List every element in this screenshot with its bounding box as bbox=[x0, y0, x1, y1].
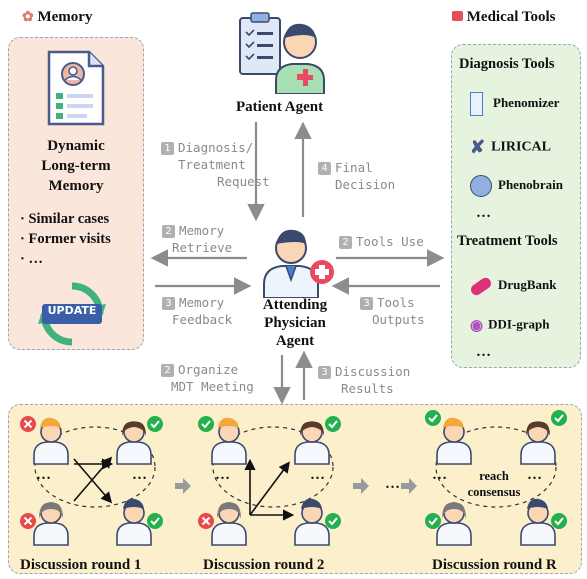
r2-ellipsis-left: … bbox=[215, 467, 230, 483]
cross-icon bbox=[19, 512, 37, 530]
memory-document-icon bbox=[47, 50, 105, 126]
memory-bullet: · Similar cases bbox=[20, 211, 110, 227]
round-2-label: Discussion round 2 bbox=[203, 557, 325, 573]
check-icon bbox=[550, 512, 568, 530]
graph-icon: ◉ bbox=[470, 318, 484, 334]
cross-icon bbox=[197, 512, 215, 530]
check-icon bbox=[424, 409, 442, 427]
physician-label: Attending Physician Agent bbox=[262, 297, 328, 349]
r1-doctor-tr bbox=[116, 421, 152, 465]
treatment-more: … bbox=[476, 344, 491, 360]
update-icon bbox=[38, 282, 106, 346]
tool-ddi-graph: ◉DDI-graph bbox=[470, 316, 550, 334]
check-icon bbox=[197, 415, 215, 433]
rounds-ellipsis: … bbox=[385, 476, 400, 492]
memory-header: ✿ Memory bbox=[22, 9, 93, 25]
diagnosis-tools-title: Diagnosis Tools bbox=[459, 56, 555, 72]
tool-phenobrain: Phenobrain bbox=[470, 175, 563, 197]
memory-bullets: · Similar cases · Former visits · … bbox=[20, 209, 111, 269]
memory-bullet: · Former visits bbox=[20, 231, 111, 247]
dna-icon: ✘ bbox=[470, 137, 486, 157]
r1-ellipsis-left: … bbox=[36, 467, 51, 483]
patient-agent-label: Patient Agent bbox=[236, 99, 324, 115]
r1-doctor-br bbox=[116, 498, 152, 546]
r1-doctor-bl bbox=[33, 502, 69, 546]
check-icon bbox=[424, 512, 442, 530]
check-icon bbox=[146, 415, 164, 433]
memory-bullet: · … bbox=[20, 251, 43, 267]
treatment-tools-title: Treatment Tools bbox=[457, 233, 558, 249]
diagnosis-more: … bbox=[476, 205, 491, 221]
medical-kit-icon bbox=[452, 11, 463, 21]
r1-ellipsis-right: … bbox=[132, 467, 147, 483]
tools-header: Medical Tools bbox=[452, 9, 556, 26]
brain-icon: ✿ bbox=[22, 10, 34, 25]
round-r-label: Discussion round R bbox=[432, 557, 557, 573]
discussion-diagram bbox=[19, 409, 568, 546]
consensus-label: reach consensus bbox=[467, 469, 521, 499]
phenomizer-icon bbox=[470, 92, 483, 116]
cross-icon bbox=[19, 415, 37, 433]
memory-title: Dynamic Long-term Memory bbox=[41, 138, 111, 194]
tool-phenomizer: Phenomizer bbox=[470, 92, 559, 116]
physician-icon bbox=[263, 229, 334, 298]
check-icon bbox=[324, 512, 342, 530]
update-badge-text: UPDATE bbox=[47, 304, 97, 317]
tool-lirical: ✘LIRICAL bbox=[470, 137, 551, 157]
check-icon bbox=[550, 409, 568, 427]
rR-ellipsis-right: … bbox=[527, 467, 542, 483]
r1-doctor-tl bbox=[33, 417, 69, 465]
rR-ellipsis-left: … bbox=[432, 467, 447, 483]
check-icon bbox=[146, 512, 164, 530]
check-icon bbox=[324, 415, 342, 433]
round-1-label: Discussion round 1 bbox=[20, 557, 142, 573]
r2-ellipsis-right: … bbox=[310, 467, 325, 483]
doctor-face-icon bbox=[470, 175, 492, 197]
tool-drugbank: DrugBank bbox=[468, 275, 557, 297]
patient-icon bbox=[239, 12, 325, 94]
